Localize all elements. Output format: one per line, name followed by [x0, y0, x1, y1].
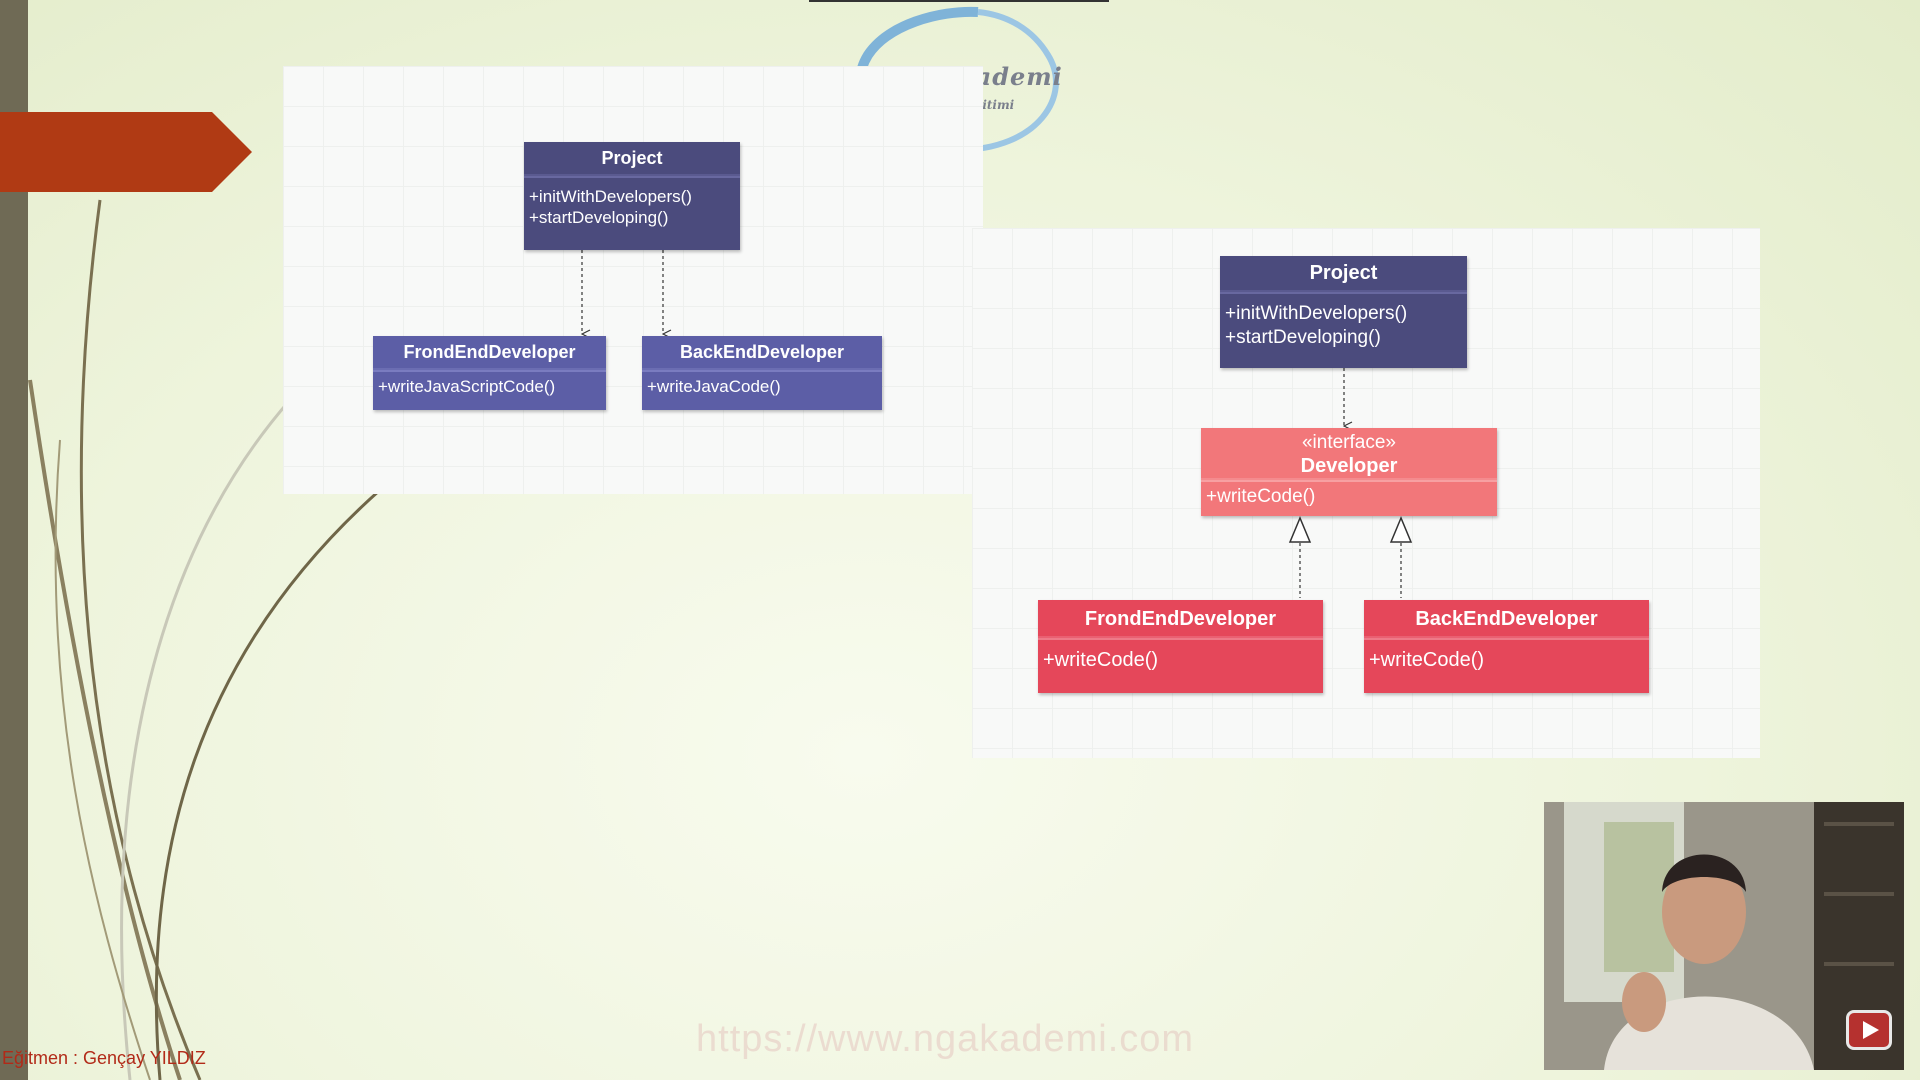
method: +writeCode() [1206, 486, 1316, 507]
method: +initWithDevelopers() [1225, 303, 1408, 324]
class-name: FrondEndDeveloper [1084, 608, 1277, 630]
method: +writeCode() [1043, 649, 1159, 671]
method: +startDeveloping() [1225, 327, 1381, 348]
website-watermark: https://www.ngakademi.com [696, 1018, 1195, 1060]
instructor-caption: Eğitmen : Gençay YILDIZ [2, 1048, 206, 1068]
left-diagram-panel [283, 66, 983, 494]
top-rule [809, 0, 1109, 2]
right-frontend-class: FrondEndDeveloper +writeCode() [1038, 600, 1323, 693]
webcam-scene [1544, 802, 1904, 1070]
left-backend-class: BackEndDeveloper +writeJavaCode() [642, 336, 882, 410]
method: +writeCode() [1369, 649, 1485, 671]
left-project-class: Project +initWithDevelopers() +startDeve… [524, 142, 740, 250]
class-name: Project [601, 148, 663, 168]
method: +writeJavaScriptCode() [378, 377, 556, 396]
class-name: BackEndDeveloper [1415, 608, 1598, 630]
right-project-class: Project +initWithDevelopers() +startDeve… [1220, 256, 1467, 368]
class-name: Project [1309, 262, 1378, 284]
method: +writeJavaCode() [647, 377, 781, 396]
interface-name: Developer [1300, 455, 1398, 477]
developer-interface: «interface» Developer +writeCode() [1201, 428, 1497, 516]
right-backend-class: BackEndDeveloper +writeCode() [1364, 600, 1649, 693]
decorative-curves [28, 199, 381, 1080]
interface-stereotype: «interface» [1301, 432, 1396, 453]
title-arrow-banner [0, 112, 252, 192]
left-frontend-class: FrondEndDeveloper +writeJavaScriptCode() [373, 336, 606, 410]
youtube-play-icon[interactable] [1846, 1010, 1892, 1050]
method: +startDeveloping() [529, 208, 669, 227]
webcam-overlay [1544, 802, 1904, 1070]
class-name: BackEndDeveloper [679, 342, 845, 362]
method: +initWithDevelopers() [529, 187, 692, 206]
class-name: FrondEndDeveloper [403, 342, 576, 362]
